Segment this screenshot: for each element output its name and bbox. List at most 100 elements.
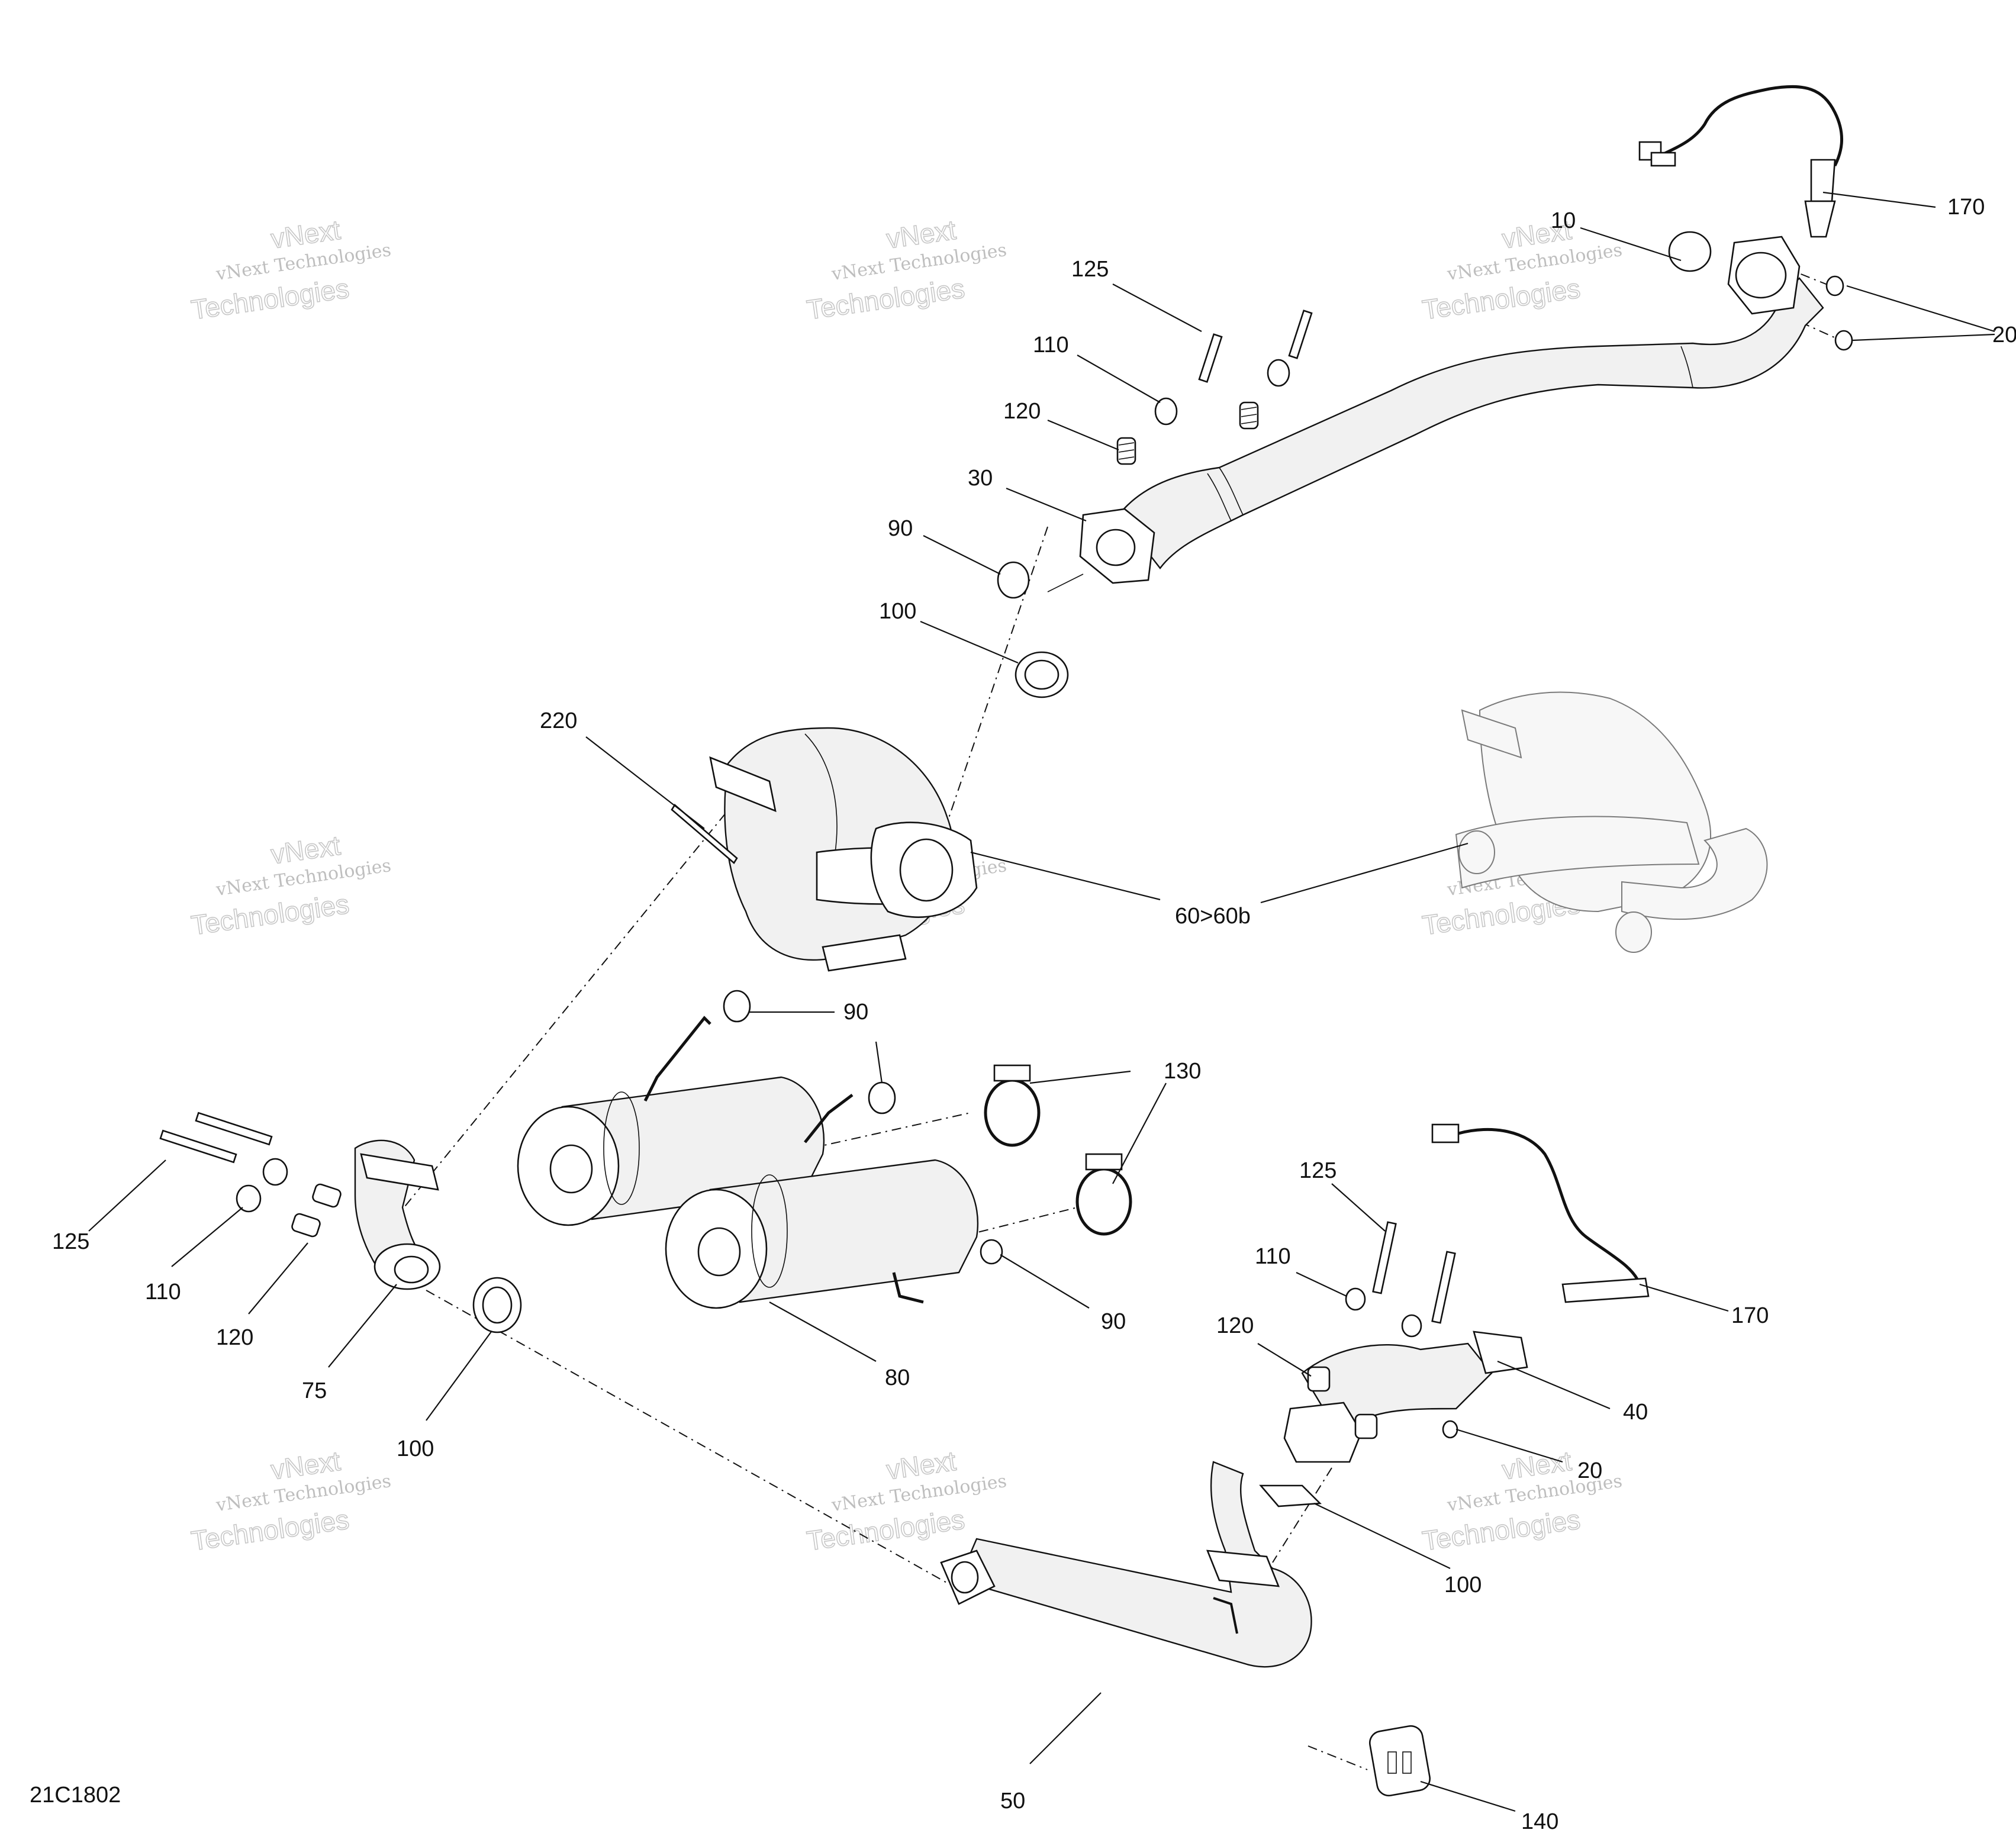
sensor-cable — [1458, 1127, 1641, 1285]
gasket — [1259, 1484, 1322, 1507]
pipe-band — [1680, 346, 1693, 388]
upper-exhaust-pipe — [1047, 236, 1824, 592]
axis-muffler-to-clamp — [810, 1112, 971, 1149]
callout-80: 80 — [885, 1365, 910, 1390]
leader-125-right — [1331, 1183, 1386, 1232]
ghost-lower-end — [1615, 911, 1652, 953]
callout-90-top: 90 — [888, 516, 913, 541]
clamp-band — [1075, 1167, 1132, 1236]
muffler-bracket — [804, 1094, 854, 1143]
lower-pipe-body — [958, 1461, 1312, 1668]
axis-upper-pipe-to-catalyst — [941, 526, 1048, 841]
catalytic-converter-reference — [1455, 691, 1768, 953]
callout-75: 75 — [302, 1378, 327, 1403]
washer — [262, 1158, 288, 1186]
leader-100-left — [426, 1331, 492, 1421]
muffler-seam — [603, 1091, 640, 1205]
catalyst-bracket-lower — [822, 934, 907, 972]
right-hardware — [1345, 1221, 1458, 1439]
axis-manifold-to-gasket — [1272, 1467, 1332, 1563]
watermark-technologies: Technologies — [189, 273, 351, 326]
leader-20-right — [1455, 1428, 1563, 1463]
muffler-bracket — [643, 1016, 711, 1102]
axis-flange-to-lower-pipe — [426, 1290, 954, 1587]
watermark: vNext vNext Technologies Technologies — [189, 829, 392, 941]
ghost-pipe — [1455, 816, 1700, 889]
leader-125-top — [1112, 284, 1202, 332]
leader-120-right — [1257, 1343, 1312, 1377]
callout-90-mid: 90 — [843, 1000, 868, 1025]
leader-90-mid-b — [875, 1041, 883, 1084]
clamp — [1075, 1153, 1132, 1236]
leader-20-top-a — [1846, 285, 1995, 333]
catalyst-bracket — [709, 756, 777, 813]
bolt — [159, 1129, 237, 1164]
leader-60-a — [970, 851, 1161, 901]
rubber-hanger — [1369, 1725, 1431, 1797]
ghost-bracket — [1461, 709, 1522, 759]
o-ring — [1668, 231, 1712, 272]
callout-30: 30 — [968, 466, 993, 491]
spring — [312, 1183, 342, 1208]
grommet — [980, 1239, 1003, 1265]
washer — [1401, 1314, 1422, 1338]
nut — [1834, 330, 1853, 351]
pipe-flange-hole — [1096, 529, 1136, 566]
leader-100-top — [920, 620, 1019, 664]
callout-120-right: 120 — [1216, 1313, 1254, 1338]
leader-60-b — [1260, 842, 1468, 904]
callout-10: 10 — [1551, 208, 1576, 233]
watermark-technologies: Technologies — [1421, 1504, 1582, 1557]
bolt — [1372, 1221, 1397, 1294]
leader-20-top-b — [1852, 333, 1995, 342]
grommet — [868, 1081, 896, 1114]
callout-60: 60>60b — [1175, 904, 1251, 929]
nut — [1442, 1420, 1458, 1439]
muffler-lower — [665, 1094, 979, 1309]
clamp — [984, 1064, 1041, 1147]
sensor-body — [1810, 159, 1836, 202]
spring — [291, 1213, 321, 1238]
watermark-technologies: Technologies — [189, 888, 351, 941]
callout-110-top: 110 — [1033, 333, 1069, 357]
clamp-bolt — [1085, 1153, 1123, 1171]
leader-30 — [1006, 487, 1087, 522]
sensor-connector-clip — [1650, 152, 1676, 167]
gasket-inner — [1024, 659, 1059, 690]
manifold-outlet-flange — [1473, 1331, 1528, 1374]
leader-120-top — [1047, 419, 1119, 451]
watermark-technologies: Technologies — [189, 1504, 351, 1557]
callouts: 10 170 20 125 110 120 30 90 100 220 60>6… — [52, 195, 2016, 1833]
watermark: vNext vNext Technologies Technologies — [189, 214, 392, 326]
hanger-slot — [1402, 1751, 1412, 1774]
callout-130: 130 — [1164, 1059, 1201, 1084]
sensor-connector — [1638, 141, 1662, 161]
callout-125-right: 125 — [1299, 1158, 1337, 1183]
bolt — [1431, 1251, 1456, 1324]
washer — [236, 1184, 262, 1213]
bolt — [195, 1112, 273, 1146]
callout-40: 40 — [1623, 1400, 1648, 1425]
spring — [1354, 1413, 1378, 1439]
leader-90-right — [1000, 1254, 1090, 1309]
callout-170-right: 170 — [1731, 1303, 1769, 1328]
washer — [1345, 1287, 1366, 1311]
muffler-outlet — [549, 1144, 593, 1194]
leader-125-left — [88, 1159, 166, 1232]
assembly-axes — [384, 266, 1841, 1770]
leader-50 — [1029, 1692, 1102, 1764]
sensor-cable — [1650, 85, 1844, 167]
exhaust-manifold — [1283, 1331, 1528, 1463]
watermark: vNext vNext Technologies Technologies — [804, 1445, 1008, 1557]
callout-110-left: 110 — [145, 1280, 181, 1304]
leader-75 — [328, 1284, 397, 1368]
flange-pipe-75 — [354, 1139, 441, 1290]
watermark: vNext vNext Technologies Technologies — [804, 214, 1008, 326]
watermark: vNext vNext Technologies Technologies — [1420, 214, 1624, 326]
callout-100-right: 100 — [1444, 1573, 1482, 1597]
sensor-tip — [1804, 200, 1836, 238]
flange-pipe-hole — [394, 1255, 429, 1284]
leader-170-top — [1822, 191, 1936, 208]
leader-80 — [769, 1302, 877, 1362]
leader-110-left — [171, 1207, 243, 1267]
